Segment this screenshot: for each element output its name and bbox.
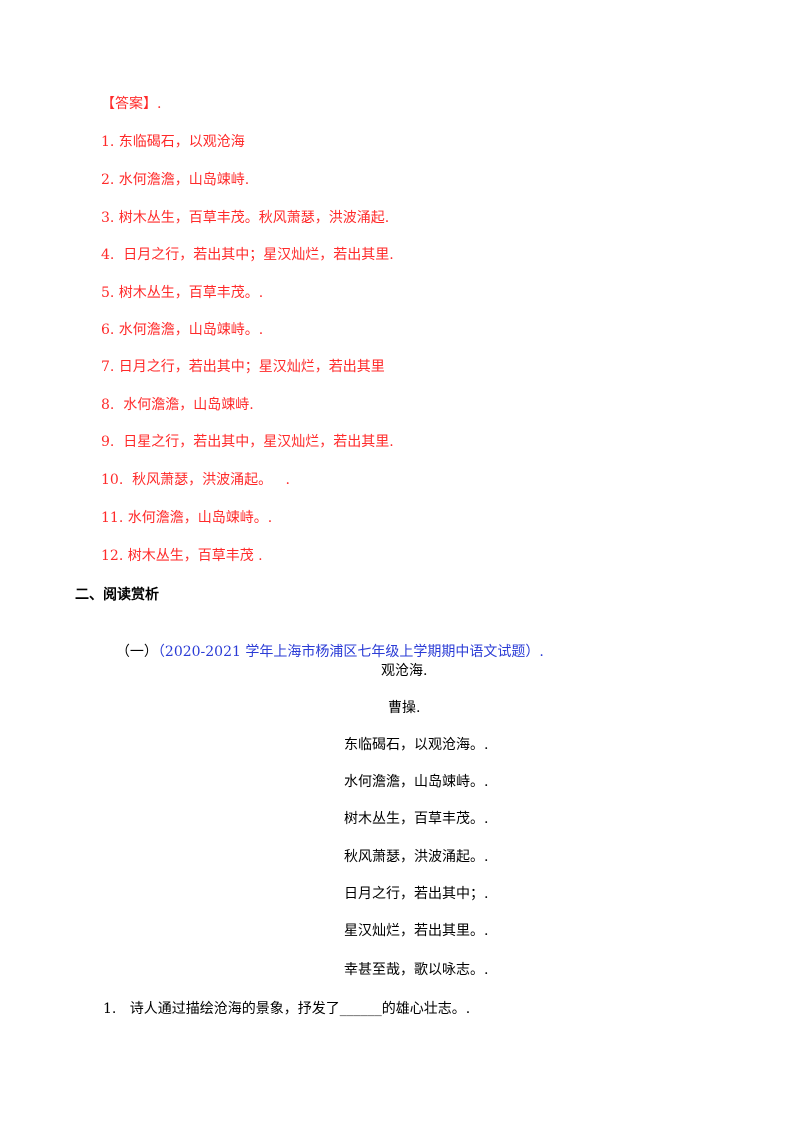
answer-item-7: 7. 日月之行，若出其中；星汉灿烂，若出其里 (101, 359, 385, 375)
answer-item-3: 3. 树木丛生，百草丰茂。秋风萧瑟，洪波涌起. (101, 210, 390, 226)
section-title: 二、阅读赏析 (75, 587, 159, 603)
answer-heading: 【答案】. (101, 96, 162, 112)
poem-line-4: 秋风萧瑟，洪波涌起。. (344, 849, 489, 865)
poem-title: 观沧海. (381, 663, 428, 679)
answer-item-9: 9. 日星之行，若出其中，星汉灿烂，若出其里. (101, 434, 394, 450)
poem-line-1: 东临碣石，以观沧海。. (344, 737, 489, 753)
answer-item-10: 10. 秋风萧瑟，洪波涌起。 . (101, 472, 290, 488)
poem-line-2: 水何澹澹，山岛竦峙。. (344, 774, 489, 790)
answer-item-11: 11. 水何澹澹，山岛竦峙。. (101, 510, 273, 526)
source-text: （2020-2021 学年上海市杨浦区七年级上学期期中语文试题）. (157, 644, 544, 660)
answer-item-8: 8. 水何澹澹，山岛竦峙. (101, 397, 254, 413)
source-prefix: （一） (115, 644, 158, 660)
poem-line-5: 日月之行，若出其中；. (344, 886, 489, 902)
question-1: 1. 诗人通过描绘沧海的景象，抒发了______的雄心壮志。. (103, 1001, 471, 1017)
answer-item-5: 5. 树木丛生，百草丰茂。. (101, 285, 264, 301)
poem-line-3: 树木丛生，百草丰茂。. (344, 811, 489, 827)
answer-item-1: 1. 东临碣石，以观沧海 (101, 134, 245, 150)
answer-item-6: 6. 水何澹澹，山岛竦峙。. (101, 322, 264, 338)
poem-line-7: 幸甚至哉，歌以咏志。. (344, 962, 489, 978)
poem-author: 曹操. (388, 700, 421, 716)
poem-line-6: 星汉灿烂，若出其里。. (344, 923, 489, 939)
answer-item-4: 4. 日月之行，若出其中；星汉灿烂，若出其里. (101, 247, 394, 263)
answer-item-2: 2. 水何澹澹，山岛竦峙. (101, 172, 250, 188)
source-line: （一）（2020-2021 学年上海市杨浦区七年级上学期期中语文试题）. (107, 622, 544, 662)
answer-item-12: 12. 树木丛生，百草丰茂 . (101, 548, 263, 564)
